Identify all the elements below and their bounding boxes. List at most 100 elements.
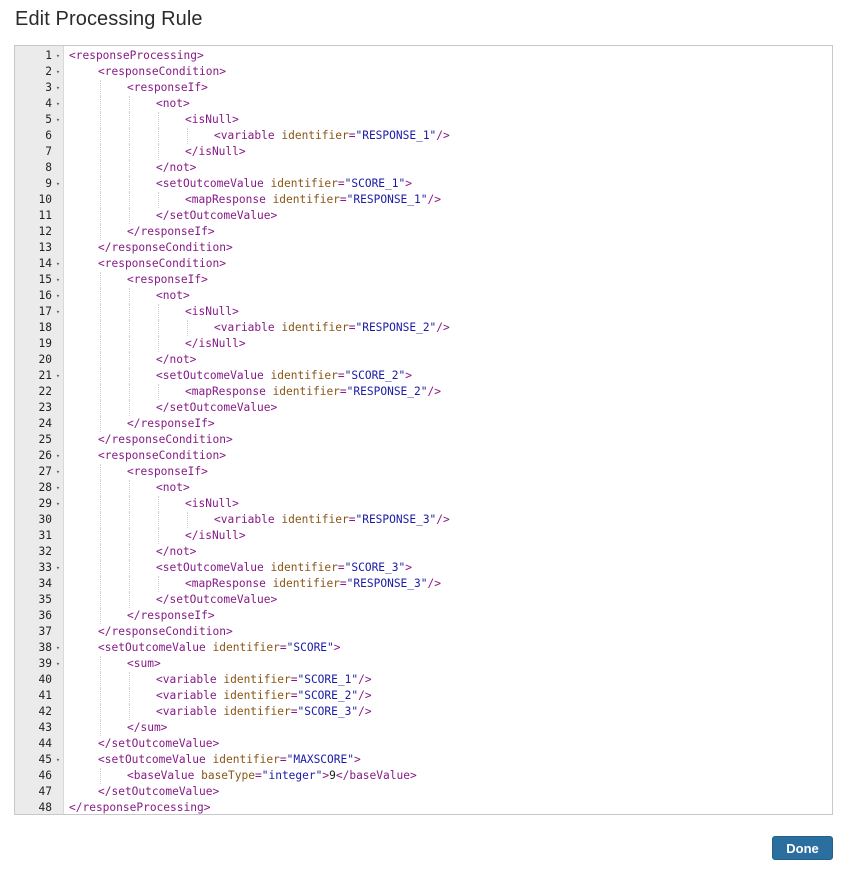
xml-tag-token: <variable — [214, 129, 282, 142]
fold-toggle-icon[interactable]: ▾ — [55, 84, 61, 92]
fold-toggle-icon[interactable]: ▾ — [55, 644, 61, 652]
code-text: <variable identifier="RESPONSE_3"/> — [214, 512, 450, 528]
code-line[interactable]: 15▾<responseIf> — [15, 272, 832, 288]
indent-guide — [129, 496, 130, 512]
code-line[interactable]: 9▾<setOutcomeValue identifier="SCORE_1"> — [15, 176, 832, 192]
fold-toggle-icon[interactable]: ▾ — [55, 468, 61, 476]
code-line[interactable]: 30<variable identifier="RESPONSE_3"/> — [15, 512, 832, 528]
xml-tag-token: = — [337, 369, 345, 382]
code-text: <responseIf> — [127, 80, 208, 96]
code-line[interactable]: 7</isNull> — [15, 144, 832, 160]
code-line[interactable]: 3▾<responseIf> — [15, 80, 832, 96]
code-line[interactable]: 21▾<setOutcomeValue identifier="SCORE_2"… — [15, 368, 832, 384]
fold-toggle-icon[interactable]: ▾ — [55, 484, 61, 492]
line-number: 5 — [45, 113, 52, 126]
code-text: </setOutcomeValue> — [156, 592, 277, 608]
code-line[interactable]: 13</responseCondition> — [15, 240, 832, 256]
indent-guide — [129, 704, 130, 720]
code-line[interactable]: 33▾<setOutcomeValue identifier="SCORE_3"… — [15, 560, 832, 576]
code-line[interactable]: 22<mapResponse identifier="RESPONSE_2"/> — [15, 384, 832, 400]
code-line[interactable]: 6<variable identifier="RESPONSE_1"/> — [15, 128, 832, 144]
code-lines: 1▾<responseProcessing>2▾<responseConditi… — [15, 48, 832, 814]
code-line[interactable]: 14▾<responseCondition> — [15, 256, 832, 272]
code-line[interactable]: 16▾<not> — [15, 288, 832, 304]
code-line[interactable]: 24</responseIf> — [15, 416, 832, 432]
indent-guide — [100, 304, 101, 320]
line-number: 44 — [38, 737, 52, 750]
fold-toggle-icon[interactable]: ▾ — [55, 564, 61, 572]
code-line[interactable]: 38▾<setOutcomeValue identifier="SCORE"> — [15, 640, 832, 656]
code-line[interactable]: 28▾<not> — [15, 480, 832, 496]
code-line[interactable]: 35</setOutcomeValue> — [15, 592, 832, 608]
fold-toggle-icon[interactable]: ▾ — [55, 276, 61, 284]
code-line[interactable]: 32</not> — [15, 544, 832, 560]
code-line[interactable]: 11</setOutcomeValue> — [15, 208, 832, 224]
code-line[interactable]: 39▾<sum> — [15, 656, 832, 672]
code-line[interactable]: 12</responseIf> — [15, 224, 832, 240]
code-line[interactable]: 8</not> — [15, 160, 832, 176]
code-editor[interactable]: 1▾<responseProcessing>2▾<responseConditi… — [14, 45, 833, 815]
xml-attribute-token: identifier — [281, 321, 349, 334]
code-line[interactable]: 25</responseCondition> — [15, 432, 832, 448]
indent-guide — [100, 144, 101, 160]
code-line[interactable]: 27▾<responseIf> — [15, 464, 832, 480]
xml-tag-token: </responseIf> — [127, 417, 215, 430]
fold-toggle-icon[interactable]: ▾ — [55, 372, 61, 380]
code-line[interactable]: 18<variable identifier="RESPONSE_2"/> — [15, 320, 832, 336]
code-text: <responseCondition> — [98, 256, 226, 272]
fold-toggle-icon[interactable]: ▾ — [55, 100, 61, 108]
code-line[interactable]: 2▾<responseCondition> — [15, 64, 832, 80]
xml-attribute-token: identifier — [281, 513, 349, 526]
fold-toggle-icon[interactable]: ▾ — [55, 180, 61, 188]
indent-guide — [100, 368, 101, 384]
xml-tag-token: = — [348, 321, 356, 334]
code-line[interactable]: 34<mapResponse identifier="RESPONSE_3"/> — [15, 576, 832, 592]
code-line[interactable]: 4▾<not> — [15, 96, 832, 112]
fold-toggle-icon[interactable]: ▾ — [55, 116, 61, 124]
code-line[interactable]: 46<baseValue baseType="integer">9</baseV… — [15, 768, 832, 784]
code-line[interactable]: 26▾<responseCondition> — [15, 448, 832, 464]
code-line[interactable]: 48</responseProcessing> — [15, 800, 832, 814]
code-line[interactable]: 1▾<responseProcessing> — [15, 48, 832, 64]
fold-toggle-icon[interactable]: ▾ — [55, 260, 61, 268]
code-line[interactable]: 19</isNull> — [15, 336, 832, 352]
code-line[interactable]: 41<variable identifier="SCORE_2"/> — [15, 688, 832, 704]
indent-guide — [158, 128, 159, 144]
xml-tag-token: > — [353, 753, 361, 766]
code-text: <isNull> — [185, 496, 239, 512]
fold-toggle-icon[interactable]: ▾ — [55, 756, 61, 764]
fold-toggle-icon[interactable]: ▾ — [55, 308, 61, 316]
code-line[interactable]: 42<variable identifier="SCORE_3"/> — [15, 704, 832, 720]
line-number: 6 — [45, 129, 52, 142]
code-line[interactable]: 5▾<isNull> — [15, 112, 832, 128]
fold-toggle-icon[interactable]: ▾ — [55, 452, 61, 460]
code-line[interactable]: 45▾<setOutcomeValue identifier="MAXSCORE… — [15, 752, 832, 768]
code-line[interactable]: 31</isNull> — [15, 528, 832, 544]
code-line[interactable]: 17▾<isNull> — [15, 304, 832, 320]
fold-toggle-icon[interactable]: ▾ — [55, 68, 61, 76]
fold-toggle-icon[interactable]: ▾ — [55, 500, 61, 508]
code-line[interactable]: 43</sum> — [15, 720, 832, 736]
xml-tag-token: </responseCondition> — [98, 625, 233, 638]
code-text: <isNull> — [185, 304, 239, 320]
xml-tag-token: <baseValue — [127, 769, 202, 782]
xml-tag-token: <sum> — [127, 657, 161, 670]
fold-toggle-icon[interactable]: ▾ — [55, 292, 61, 300]
code-line[interactable]: 36</responseIf> — [15, 608, 832, 624]
code-line[interactable]: 20</not> — [15, 352, 832, 368]
code-line[interactable]: 47</setOutcomeValue> — [15, 784, 832, 800]
xml-tag-token: = — [337, 561, 345, 574]
code-line[interactable]: 44</setOutcomeValue> — [15, 736, 832, 752]
code-text: <responseCondition> — [98, 448, 226, 464]
code-line[interactable]: 10<mapResponse identifier="RESPONSE_1"/> — [15, 192, 832, 208]
code-line[interactable]: 37</responseCondition> — [15, 624, 832, 640]
code-line[interactable]: 23</setOutcomeValue> — [15, 400, 832, 416]
done-button[interactable]: Done — [772, 836, 833, 860]
code-text: </responseIf> — [127, 608, 215, 624]
indent-guide — [158, 112, 159, 128]
indent-guide — [129, 176, 130, 192]
fold-toggle-icon[interactable]: ▾ — [55, 660, 61, 668]
fold-toggle-icon[interactable]: ▾ — [55, 52, 61, 60]
code-line[interactable]: 29▾<isNull> — [15, 496, 832, 512]
code-line[interactable]: 40<variable identifier="SCORE_1"/> — [15, 672, 832, 688]
